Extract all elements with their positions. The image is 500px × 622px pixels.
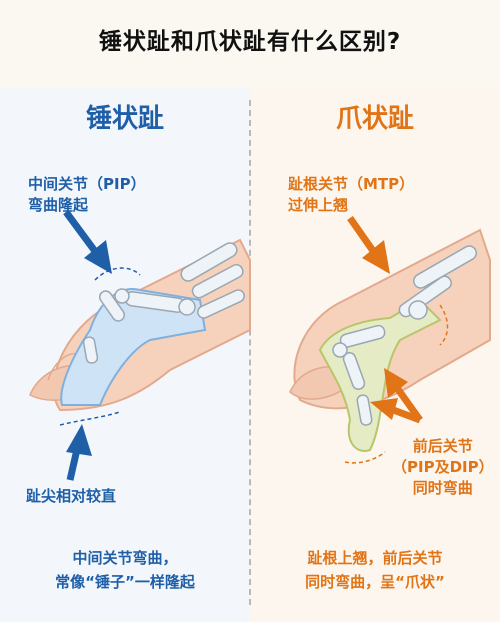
page-title: 锤状趾和爪状趾有什么区别? (98, 29, 402, 55)
claw-toe-pip-dip-label-line1: 前后关节 (412, 437, 473, 455)
panel-divider (249, 100, 251, 605)
claw-toe-summary-line1: 趾根上翘，前后关节 (307, 549, 443, 567)
claw-toe-pip-dip-label-line3: 同时弯曲 (412, 479, 473, 497)
hammer-toe-pip-label-line2: 弯曲隆起 (28, 196, 89, 214)
hammer-toe-pip-label-line1: 中间关节（PIP） (28, 175, 146, 193)
hammer-toe-heading: 锤状趾 (85, 104, 164, 134)
hammer-toe-summary: 中间关节弯曲， 常像“锤子”一样隆起 (0, 546, 250, 594)
claw-toe-foot (289, 215, 491, 464)
claw-toe-mtp-label: 趾根关节（MTP） 过伸上翘 (288, 174, 414, 216)
claw-toe-pip-dip-label: 前后关节 （PIP及DIP） 同时弯曲 (392, 436, 494, 499)
claw-toe-heading: 爪状趾 (335, 104, 414, 134)
hammer-toe-summary-line2: 常像“锤子”一样隆起 (55, 573, 195, 591)
claw-toe-summary-line2: 同时弯曲，呈“爪状” (305, 573, 445, 591)
claw-toe-summary: 趾根上翘，前后关节 同时弯曲，呈“爪状” (250, 546, 500, 594)
hammer-toe-pip-label: 中间关节（PIP） 弯曲隆起 (28, 174, 146, 216)
claw-toe-mtp-label-line1: 趾根关节（MTP） (288, 175, 415, 193)
hammer-toe-summary-line1: 中间关节弯曲， (72, 549, 178, 567)
hammer-toe-tip-label: 趾尖相对较直 (26, 487, 117, 505)
claw-toe-pip-dip-label-line2: （PIP及DIP） (392, 458, 494, 476)
hammer-toe-foot (29, 209, 251, 481)
claw-toe-mtp-label-line2: 过伸上翘 (288, 196, 349, 214)
